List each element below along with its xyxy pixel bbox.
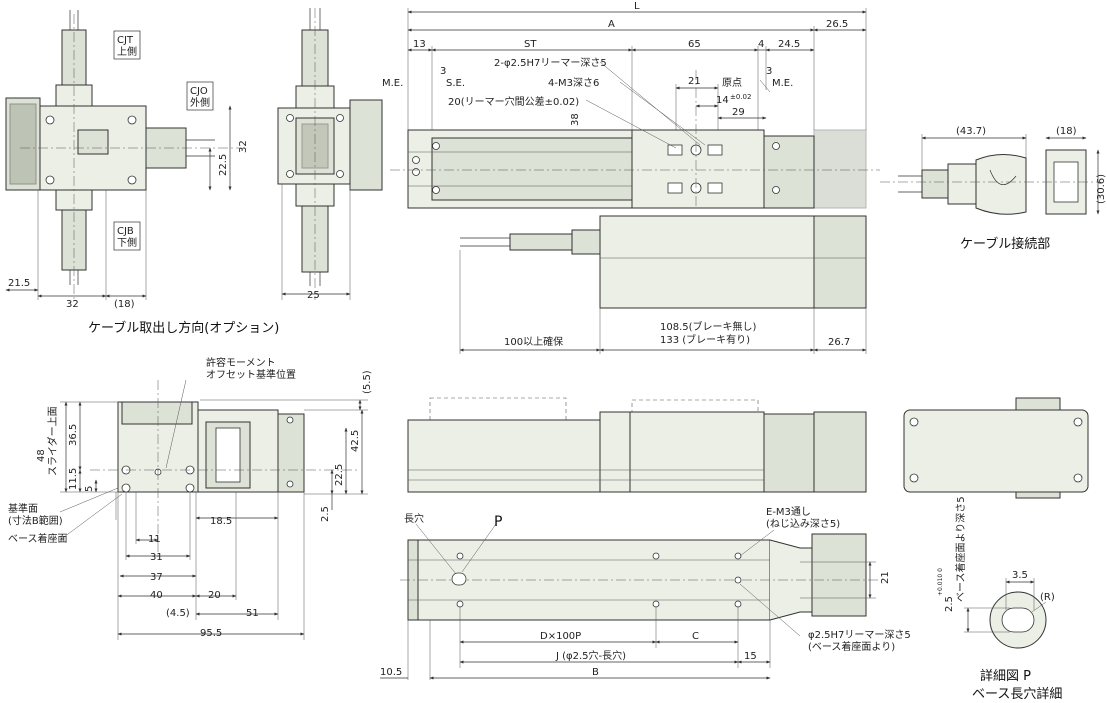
me-right-label: M.E. <box>772 78 793 89</box>
dim-18-paren: (18) <box>114 299 135 310</box>
dim-36-5: 36.5 <box>68 424 79 446</box>
tolerance-20-label: 20(リーマー穴間公差±0.02) <box>448 95 579 108</box>
dim-2-5: 2.5 <box>320 506 331 522</box>
dim-L: L <box>634 1 640 12</box>
slot-label: 長穴 <box>404 512 424 525</box>
m3-label: 4-M3深さ6 <box>548 77 599 89</box>
end-view <box>277 8 383 300</box>
dim-A: A <box>608 19 615 30</box>
reference-surface-label: 基準面 <box>8 502 38 515</box>
side-end-view <box>59 379 368 640</box>
dim-3-right: 3 <box>766 66 772 77</box>
dim-22-5: 22.5 <box>218 154 229 176</box>
top-view <box>390 8 880 354</box>
se-label: S.E. <box>446 78 465 89</box>
dim-29: 29 <box>732 107 745 118</box>
me-left-label: M.E. <box>382 78 403 89</box>
detail-p-subcaption: ベース長穴詳細 <box>972 686 1062 702</box>
rear-view <box>903 397 1089 499</box>
cjb-sub-label: 下側 <box>117 236 137 249</box>
dim-21: 21 <box>688 76 701 87</box>
dim-11-5: 11.5 <box>68 468 79 490</box>
slider-top-label: スライダー上面 <box>46 406 59 476</box>
dim-32-vertical: 32 <box>238 140 249 153</box>
cjt-label: CJT <box>117 35 134 46</box>
dim-51: 51 <box>246 608 259 619</box>
dim-26-5: 26.5 <box>826 19 848 30</box>
dim-D-x-100P: D×100P <box>540 631 581 642</box>
dim-32-horizontal: 32 <box>66 299 79 310</box>
dim-14: 14 <box>716 95 729 106</box>
dim-5-5: (5.5) <box>362 370 373 394</box>
dim-25: 25 <box>307 290 320 301</box>
radius-label: (R) <box>1040 592 1055 603</box>
dim-13: 13 <box>413 39 426 50</box>
dim-26-7: 26.7 <box>828 337 850 348</box>
dim-5: 5 <box>84 486 95 492</box>
dim-48: 48 <box>36 449 47 462</box>
dim-38: 38 <box>570 113 581 126</box>
moment-label-2: オフセット基準位置 <box>206 368 296 381</box>
dim-4: 4 <box>758 39 764 50</box>
em3-label: E-M3通し <box>766 506 811 518</box>
dim-14-tolerance: ±0.02 <box>730 93 751 101</box>
dim-100-min: 100以上確保 <box>504 335 563 348</box>
dim-J: J (φ2.5穴-長穴) <box>555 649 626 662</box>
base-seat-label: ベース着座面 <box>8 532 68 545</box>
cjo-sub-label: 外側 <box>190 96 210 109</box>
dim-15: 15 <box>744 651 757 662</box>
dim-21-5: 21.5 <box>8 278 30 289</box>
dim-95-5: 95.5 <box>200 628 222 639</box>
dim-40: 40 <box>150 590 163 601</box>
dim-3-5: 3.5 <box>1012 570 1028 581</box>
dim-65: 65 <box>688 39 701 50</box>
front-view <box>407 397 867 493</box>
cjo-label: CJO <box>190 86 208 97</box>
dim-18-connector: (18) <box>1056 126 1077 137</box>
dim-43-7: (43.7) <box>956 126 986 137</box>
dim-3-left: 3 <box>440 66 446 77</box>
cjb-label: CJB <box>117 226 134 237</box>
origin-label: 原点 <box>722 77 742 89</box>
detail-p-caption: 詳細図 P <box>980 668 1031 684</box>
reference-range-label: (寸法B範囲) <box>8 514 63 527</box>
dim-4-5: (4.5) <box>166 608 190 619</box>
detail-p-marker: P <box>494 514 502 530</box>
depth-label: ベース着座面より深さ5 <box>954 496 967 602</box>
cjt-sub-label: 上側 <box>117 45 137 58</box>
reamer-bottom-sub-label: (ベース着座面より) <box>808 640 895 653</box>
cable-connector-view <box>880 134 1100 215</box>
em3-depth-label: (ねじ込み深さ5) <box>766 518 840 530</box>
dim-42-5: 42.5 <box>350 430 361 452</box>
dim-10-5: 10.5 <box>380 667 402 678</box>
reamer-label: 2-φ2.5H7リーマー深さ5 <box>494 57 607 69</box>
dim-22-5-side: 22.5 <box>334 464 345 486</box>
dim-2-5-tolerance: +0.010 0 <box>937 568 944 596</box>
dim-108-5: 108.5(ブレーキ無し) <box>660 320 757 333</box>
dim-ST: ST <box>524 39 537 50</box>
moment-label-1: 許容モーメント <box>206 356 276 369</box>
dim-37: 37 <box>150 572 163 583</box>
dim-31: 31 <box>150 552 163 563</box>
bottom-view <box>380 523 880 680</box>
dim-20: 20 <box>208 590 221 601</box>
dim-2-5-detail: 2.5 <box>944 596 955 612</box>
dim-B: B <box>592 667 599 678</box>
dim-C: C <box>692 631 699 642</box>
cable-option-caption: ケーブル取出し方向(オプション) <box>88 320 279 336</box>
dim-24-5: 24.5 <box>778 39 800 50</box>
cable-option-view <box>5 10 240 300</box>
cable-connector-caption: ケーブル接続部 <box>960 236 1050 252</box>
dim-21-bottom: 21 <box>880 571 891 584</box>
detail-p-view <box>964 578 1047 649</box>
dim-30-6: (30.6) <box>1096 174 1107 204</box>
reamer-bottom-label: φ2.5H7リーマー深さ5 <box>808 629 911 641</box>
dim-18-5: 18.5 <box>210 516 232 527</box>
dim-11: 11 <box>148 534 161 545</box>
dim-133: 133 (ブレーキ有り) <box>660 333 750 346</box>
